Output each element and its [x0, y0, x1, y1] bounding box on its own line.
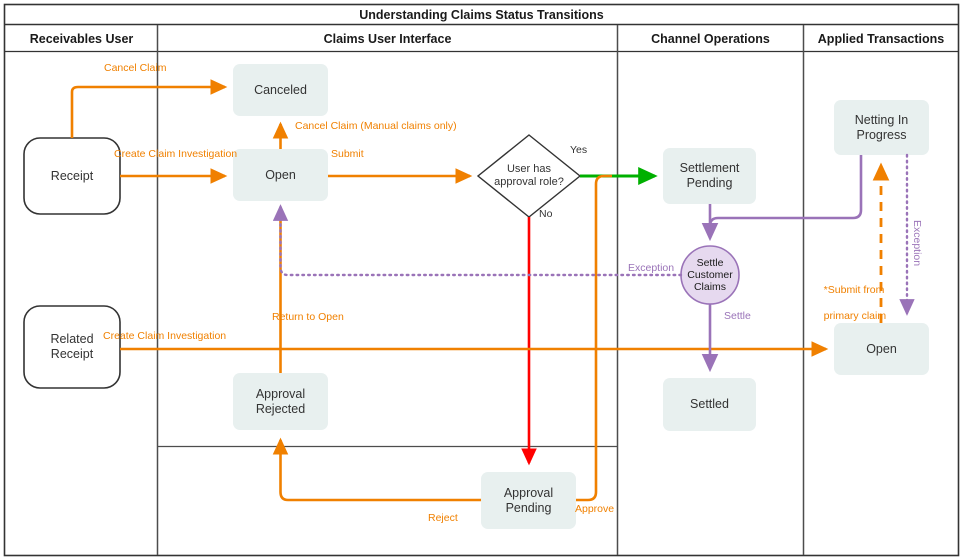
edge-label-cancel-claim-manual: Cancel Claim (Manual claims only): [295, 120, 457, 132]
approval-rejected-line-2: Rejected: [255, 401, 306, 416]
edge-cancel-claim: [70, 79, 228, 138]
node-approval-pending: [481, 472, 576, 529]
edge-approve: [576, 174, 612, 502]
node-related-receipt: [23, 305, 121, 389]
related-receipt-line-1: Related: [50, 332, 94, 346]
edge-label-create-claim-investigation-2: Create Claim Investigation: [103, 330, 227, 342]
decision-line-2: approval role?: [494, 176, 564, 188]
edge-label-submit-from-primary-claim: *Submit from primary claim: [812, 271, 886, 336]
node-label-related-receipt: Related Receipt: [24, 306, 120, 388]
settlement-pending-line-2: Pending: [686, 176, 733, 190]
approval-rejected-line-1: Approval: [255, 386, 306, 401]
node-settlement-pending: [663, 148, 756, 204]
node-open-claims: [233, 149, 328, 201]
edge-label-create-claim-investigation-1: Create Claim Investigation: [114, 148, 238, 160]
edge-label-exception-right: Exception: [911, 220, 923, 267]
lane-header-claims-user-interface: Claims User Interface: [323, 31, 452, 46]
edge-label-settle: Settle: [724, 310, 751, 322]
settle-claims-line-2: Customer: [687, 269, 733, 281]
settle-claims-line-3: Claims: [693, 281, 727, 293]
netting-line-1: Netting In: [854, 112, 909, 127]
node-label-settlement-pending: Settlement Pending: [663, 148, 756, 204]
approval-pending-line-2: Pending: [505, 500, 552, 515]
submit-primary-line-2: primary claim: [823, 310, 887, 322]
edge-reject: [272, 437, 481, 502]
edge-label-submit: Submit: [331, 148, 364, 160]
related-receipt-line-2: Receipt: [50, 347, 94, 361]
node-canceled: [233, 64, 328, 116]
edge-label-cancel-claim: Cancel Claim: [104, 62, 167, 74]
edge-label-exception-left: Exception: [628, 262, 675, 274]
node-label-settled: Settled: [690, 397, 729, 411]
submit-primary-line-1: *Submit from: [823, 284, 885, 296]
node-label-decision-approval-role: User has approval role?: [470, 156, 588, 196]
edge-label-reject: Reject: [428, 512, 458, 524]
node-open-applied: [834, 323, 929, 375]
page-title: Understanding Claims Status Transitions: [359, 7, 604, 22]
edge-label-approve: Approve: [575, 503, 615, 515]
approval-pending-line-1: Approval: [503, 485, 554, 500]
node-netting-in-progress: [834, 100, 929, 155]
netting-line-2: Progress: [856, 127, 907, 142]
edge-label-yes: Yes: [570, 144, 588, 156]
node-approval-rejected: [233, 373, 328, 430]
settlement-pending-line-1: Settlement: [679, 161, 740, 175]
lane-header-receivables-user: Receivables User: [29, 31, 134, 46]
node-label-approval-pending: Approval Pending: [481, 472, 576, 529]
edge-label-no: No: [539, 208, 553, 220]
edge-label-return-to-open: Return to Open: [272, 311, 344, 323]
edge-exception-to-open: [272, 204, 683, 277]
node-label-approval-rejected: Approval Rejected: [233, 373, 328, 430]
node-label-settle-customer-claims: Settle Customer Claims: [676, 248, 744, 302]
node-label-open-applied: Open: [866, 341, 897, 356]
node-label-netting-in-progress: Netting In Progress: [834, 100, 929, 155]
node-label-receipt: Receipt: [50, 168, 94, 183]
node-settled: [663, 378, 756, 431]
lane-header-channel-operations: Channel Operations: [651, 31, 770, 46]
edge-netting-to-settle: [708, 155, 863, 238]
diagram-outer-frame: [3, 3, 960, 557]
lane-header-applied-transactions: Applied Transactions: [817, 31, 945, 46]
decision-line-1: User has: [506, 163, 552, 175]
node-label-open-claims: Open: [265, 167, 296, 182]
node-label-canceled: Canceled: [254, 82, 307, 97]
settle-claims-line-1: Settle: [696, 257, 724, 269]
